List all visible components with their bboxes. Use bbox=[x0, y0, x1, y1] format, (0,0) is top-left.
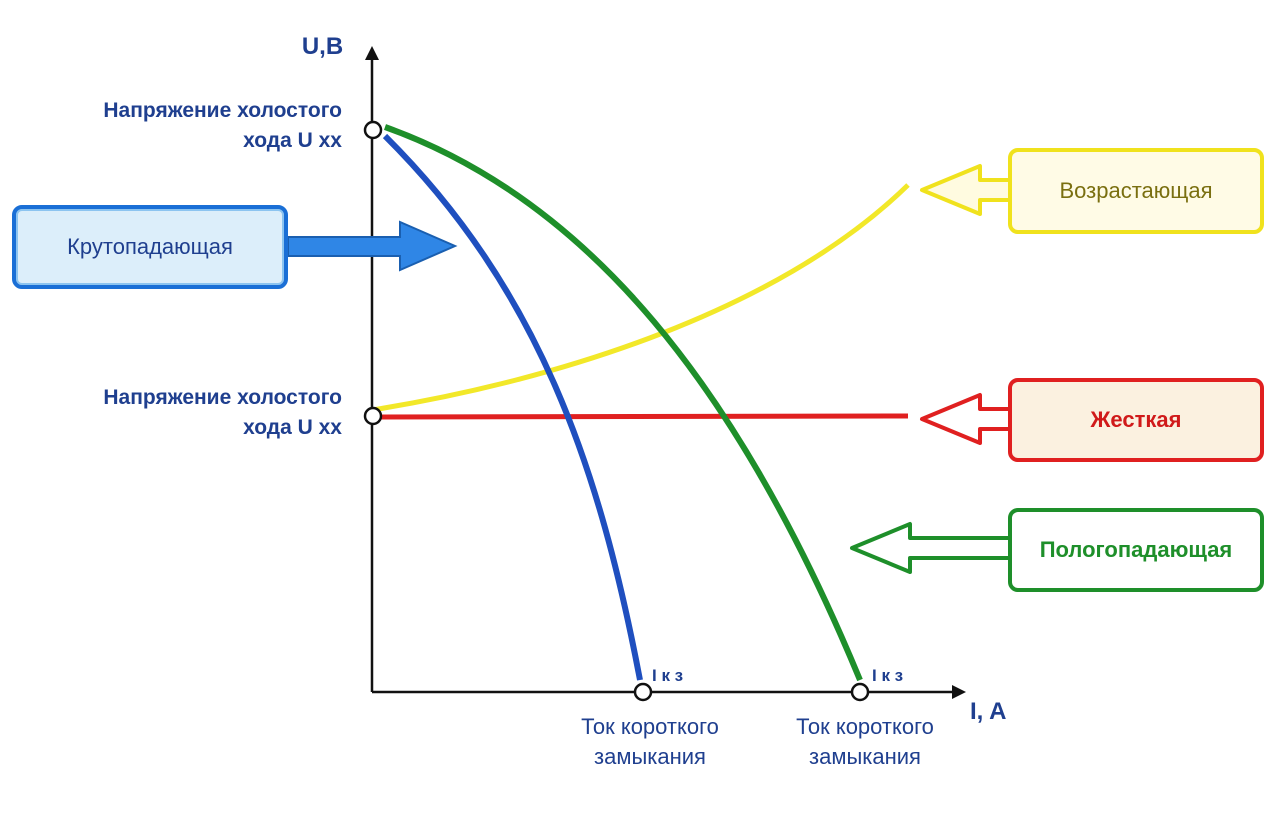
x-caption-2: Ток короткого замыкания bbox=[796, 714, 934, 769]
legend-box-gentle: Пологопадающая bbox=[1008, 508, 1264, 592]
point-open-circuit-lower bbox=[363, 406, 383, 426]
arrow-flat-label bbox=[920, 393, 1012, 445]
arrow-steep-to-curve bbox=[287, 220, 458, 272]
legend-box-steep: Крутопадающая bbox=[12, 205, 288, 289]
legend-label-flat: Жесткая bbox=[1090, 407, 1182, 432]
y-annotation-upper: Напряжение холостого хода U хх bbox=[103, 99, 342, 152]
point-open-circuit-upper bbox=[363, 120, 383, 140]
legend-label-gentle: Пологопадающая bbox=[1039, 537, 1233, 562]
series-rising-line bbox=[371, 183, 910, 413]
arrow-gentle-label bbox=[850, 522, 1012, 574]
point-short-circuit-1 bbox=[633, 682, 653, 702]
legend-label-steep: Крутопадающая bbox=[67, 234, 233, 259]
series-gentle-line bbox=[383, 124, 863, 682]
point-label-2: I к з bbox=[872, 666, 904, 685]
series-flat-line bbox=[371, 413, 909, 420]
y-annotation-lower: Напряжение холостого хода U хх bbox=[103, 386, 342, 439]
point-short-circuit-2 bbox=[850, 682, 870, 702]
legend-label-rising: Возрастающая bbox=[1059, 178, 1213, 203]
x-axis-label: I, A bbox=[970, 698, 1007, 725]
x-caption-1: Ток короткого замыкания bbox=[581, 714, 719, 769]
series-steep-line bbox=[382, 133, 643, 681]
y-axis-label: U,B bbox=[301, 33, 344, 60]
arrow-rising-label bbox=[920, 164, 1012, 216]
point-label-1: I к з bbox=[652, 666, 684, 685]
legend-box-rising: Возрастающая bbox=[1008, 148, 1264, 234]
legend-box-flat: Жесткая bbox=[1008, 378, 1264, 462]
